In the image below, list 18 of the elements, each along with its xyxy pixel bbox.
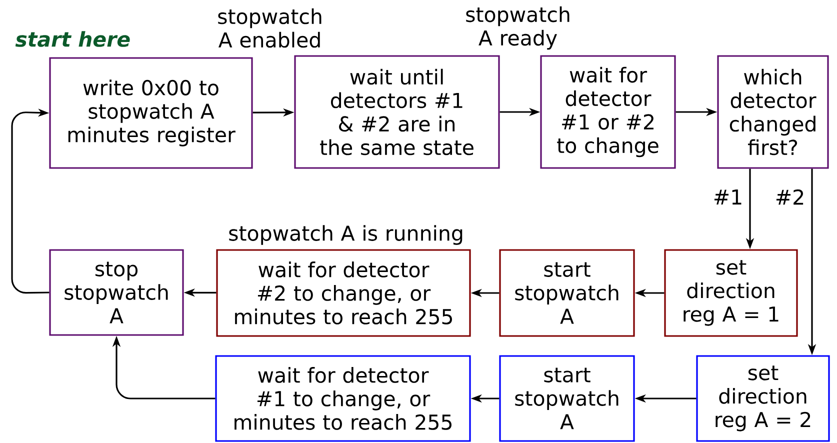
process-box: start stopwatch A <box>499 249 635 337</box>
arrow <box>11 108 50 294</box>
edge-label: #1 <box>712 188 744 206</box>
process-box: wait for detector #1 or #2 to change <box>540 55 676 169</box>
state-label: stopwatch A enabled <box>218 8 322 48</box>
process-box: wait for detector #2 to change, or minutes to reach 255 <box>216 249 471 337</box>
process-box: wait until detectors #1 & #2 are in the same state <box>294 55 500 169</box>
process-box: write 0x00 to stopwatch A minutes register <box>49 57 253 169</box>
process-box: wait for detector #1 to change, or minutes to reach 255 <box>215 355 471 442</box>
process-box: set direction reg A = 1 <box>664 249 798 337</box>
process-box: set direction reg A = 2 <box>696 355 830 442</box>
edge-label: #2 <box>774 188 806 206</box>
process-box: which detector changed first? <box>717 55 829 169</box>
process-box: start stopwatch A <box>499 355 635 442</box>
state-label: stopwatch A is running <box>229 225 462 245</box>
process-box: stop stopwatch A <box>49 249 184 336</box>
state-label: stopwatch A ready <box>466 6 570 50</box>
start-label: start here <box>15 31 130 47</box>
